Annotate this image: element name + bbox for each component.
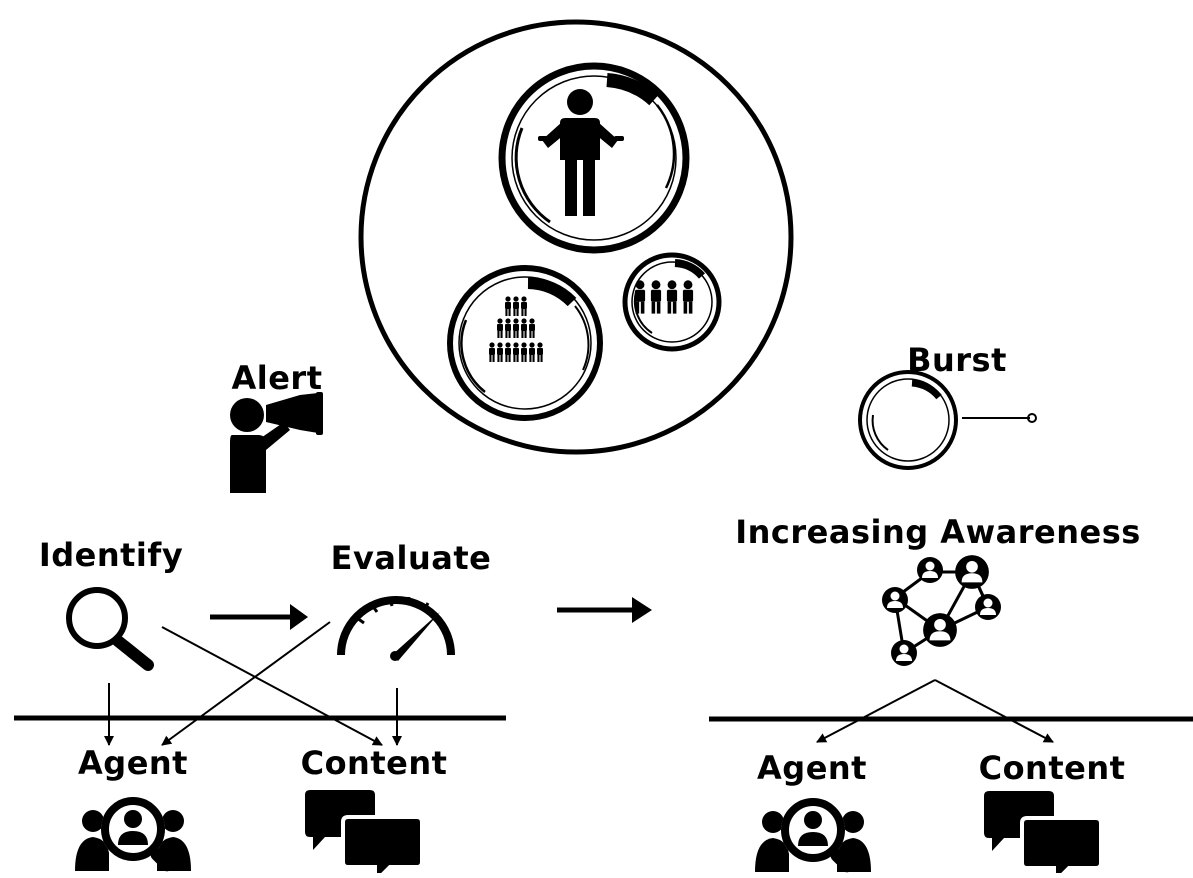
- burst-label: Burst: [907, 341, 1007, 379]
- person-megaphone-icon: [230, 392, 323, 493]
- agent-label-right: Agent: [757, 749, 867, 787]
- content-label-left: Content: [300, 744, 448, 782]
- group-bubble: [622, 252, 722, 352]
- bubble-pin-icon: [858, 370, 1037, 470]
- identify-label: Identify: [38, 536, 184, 574]
- chat-bubbles-icon: [303, 788, 424, 878]
- increasing-awareness-label: Increasing Awareness: [735, 513, 1141, 551]
- magnifier-icon: [66, 587, 154, 671]
- agent-label-left: Agent: [78, 744, 188, 782]
- arrows: [104, 597, 1054, 746]
- agent-icon: [755, 798, 871, 873]
- person-shrug-icon: [538, 89, 624, 216]
- alert-label: Alert: [231, 359, 323, 397]
- individual-bubble: [498, 62, 690, 254]
- agent-icon: [75, 797, 191, 873]
- central-bubble: [358, 19, 794, 455]
- content-label-right: Content: [978, 749, 1126, 787]
- chat-bubbles-icon: [982, 789, 1103, 878]
- speedometer-icon: [337, 596, 455, 661]
- crowd-bubble: [447, 265, 603, 421]
- network-people-icon: [882, 555, 1001, 666]
- evaluate-label: Evaluate: [330, 539, 492, 577]
- crowd-icon: [489, 296, 543, 362]
- group-icon: [634, 280, 694, 314]
